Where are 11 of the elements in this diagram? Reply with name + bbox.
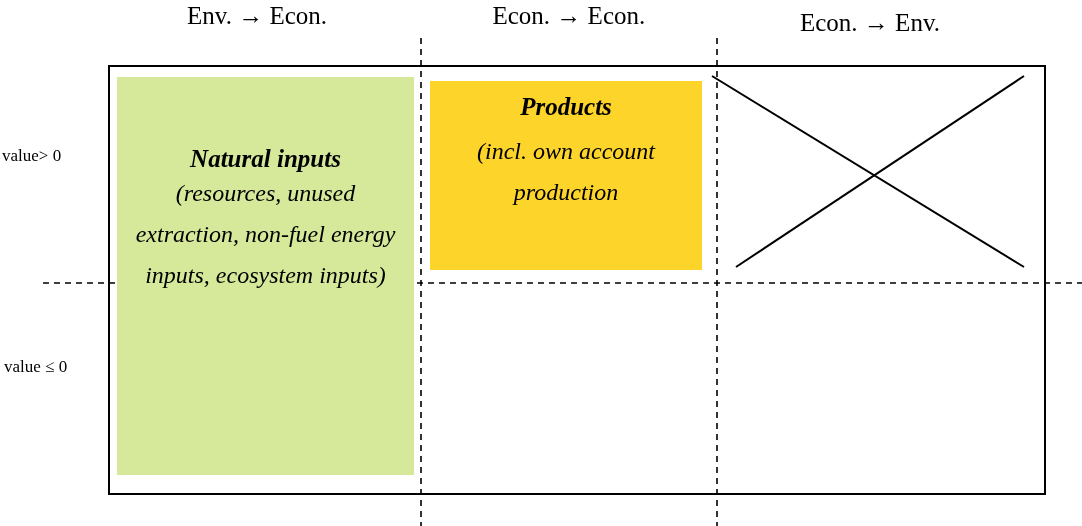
input-box (117, 77, 414, 475)
column-header: Env. → Econ. (187, 2, 327, 30)
box-heading: Natural inputs (190, 145, 341, 173)
description-text: (incl. own account production (476, 137, 657, 207)
row-label: value ≤ 0 (4, 357, 68, 377)
description-text: (resources, unused extraction, non-fuel energy inputs, ecosystem inputs) (134, 179, 397, 290)
product-box (430, 81, 702, 270)
column-header: Econ. → Env. (800, 9, 940, 37)
box-heading: Products (520, 93, 612, 121)
row-label: value> 0 (2, 146, 62, 166)
column-header: Econ. → Econ. (492, 2, 646, 30)
